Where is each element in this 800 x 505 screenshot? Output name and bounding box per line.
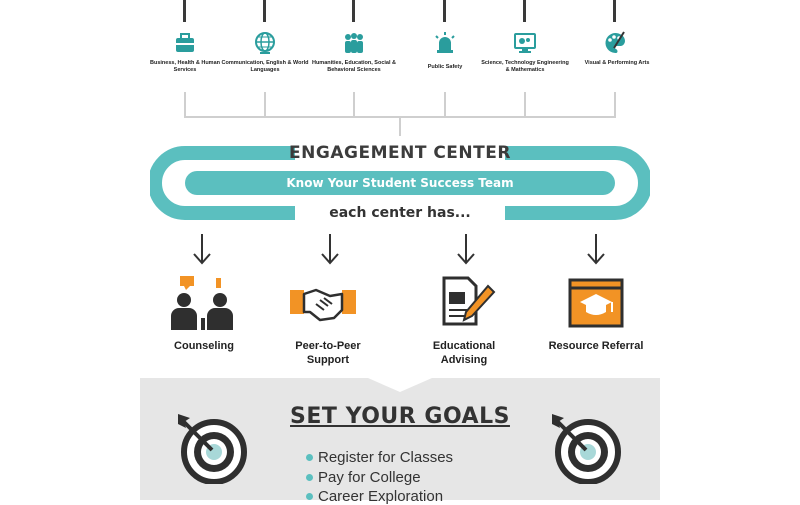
connector-line bbox=[524, 92, 526, 116]
people-group-icon bbox=[345, 33, 363, 53]
connector-line bbox=[444, 92, 446, 116]
bullet-icon bbox=[306, 474, 313, 481]
down-arrow-icon bbox=[193, 234, 211, 265]
connector-line bbox=[353, 92, 355, 116]
panel-notch bbox=[368, 378, 432, 392]
connector-line bbox=[613, 0, 616, 22]
success-team-label: Know Your Student Success Team bbox=[286, 176, 514, 190]
each-center-label: each center has... bbox=[329, 205, 471, 221]
connector-line bbox=[264, 92, 266, 116]
goal-item: Career Exploration bbox=[306, 488, 444, 505]
goal-text: Pay for College bbox=[318, 469, 421, 486]
connector-line bbox=[184, 92, 186, 116]
goal-text: Register for Classes bbox=[318, 449, 454, 466]
engagement-center-title: ENGAGEMENT CENTER bbox=[289, 143, 511, 163]
down-arrow-icon bbox=[587, 234, 605, 265]
down-arrow-icon bbox=[457, 234, 475, 265]
handshake-icon bbox=[290, 288, 356, 322]
connector-line bbox=[183, 0, 186, 22]
goal-text: Career Exploration bbox=[318, 488, 444, 505]
computer-gears-icon bbox=[514, 33, 536, 53]
pathway-label: Public Safety bbox=[427, 64, 463, 70]
connector-line bbox=[614, 92, 616, 116]
service-label-peer-support: Peer-to-Peer Support bbox=[295, 340, 361, 366]
down-arrow-icon bbox=[321, 234, 339, 265]
goal-item: Register for Classes bbox=[306, 449, 454, 466]
bullet-icon bbox=[306, 493, 313, 500]
document-pen-icon bbox=[442, 276, 496, 326]
connector-line bbox=[399, 116, 401, 136]
counseling-icon bbox=[171, 276, 233, 330]
pathway-label: Communication, English & World Languages bbox=[221, 60, 309, 73]
pathway-label: Business, Health & Human Services bbox=[150, 60, 220, 73]
connector-line bbox=[523, 0, 526, 22]
target-icon bbox=[552, 414, 621, 484]
pathway-label: Humanities, Education, Social & Behavior… bbox=[311, 60, 397, 73]
bullet-icon bbox=[306, 454, 313, 461]
connector-line bbox=[352, 0, 355, 22]
goal-item: Pay for College bbox=[306, 469, 421, 486]
connector-line bbox=[263, 0, 266, 22]
service-label-counseling: Counseling bbox=[174, 340, 234, 352]
graduation-cap-screen-icon bbox=[568, 278, 624, 328]
service-label-resource-referral: Resource Referral bbox=[548, 340, 644, 352]
pathway-label: Science, Technology Engineering & Mathem… bbox=[481, 60, 569, 73]
goals-title: SET YOUR GOALS bbox=[290, 404, 510, 429]
briefcase-icon bbox=[176, 33, 194, 52]
globe-icon bbox=[255, 32, 275, 54]
target-icon bbox=[178, 414, 247, 484]
pathway-label: Visual & Performing Arts bbox=[584, 60, 650, 66]
connector-line bbox=[443, 0, 446, 22]
siren-icon bbox=[435, 32, 455, 53]
engagement-band bbox=[150, 146, 650, 220]
service-label-educational-advising: Educational Advising bbox=[432, 340, 496, 366]
palette-icon bbox=[605, 31, 626, 54]
